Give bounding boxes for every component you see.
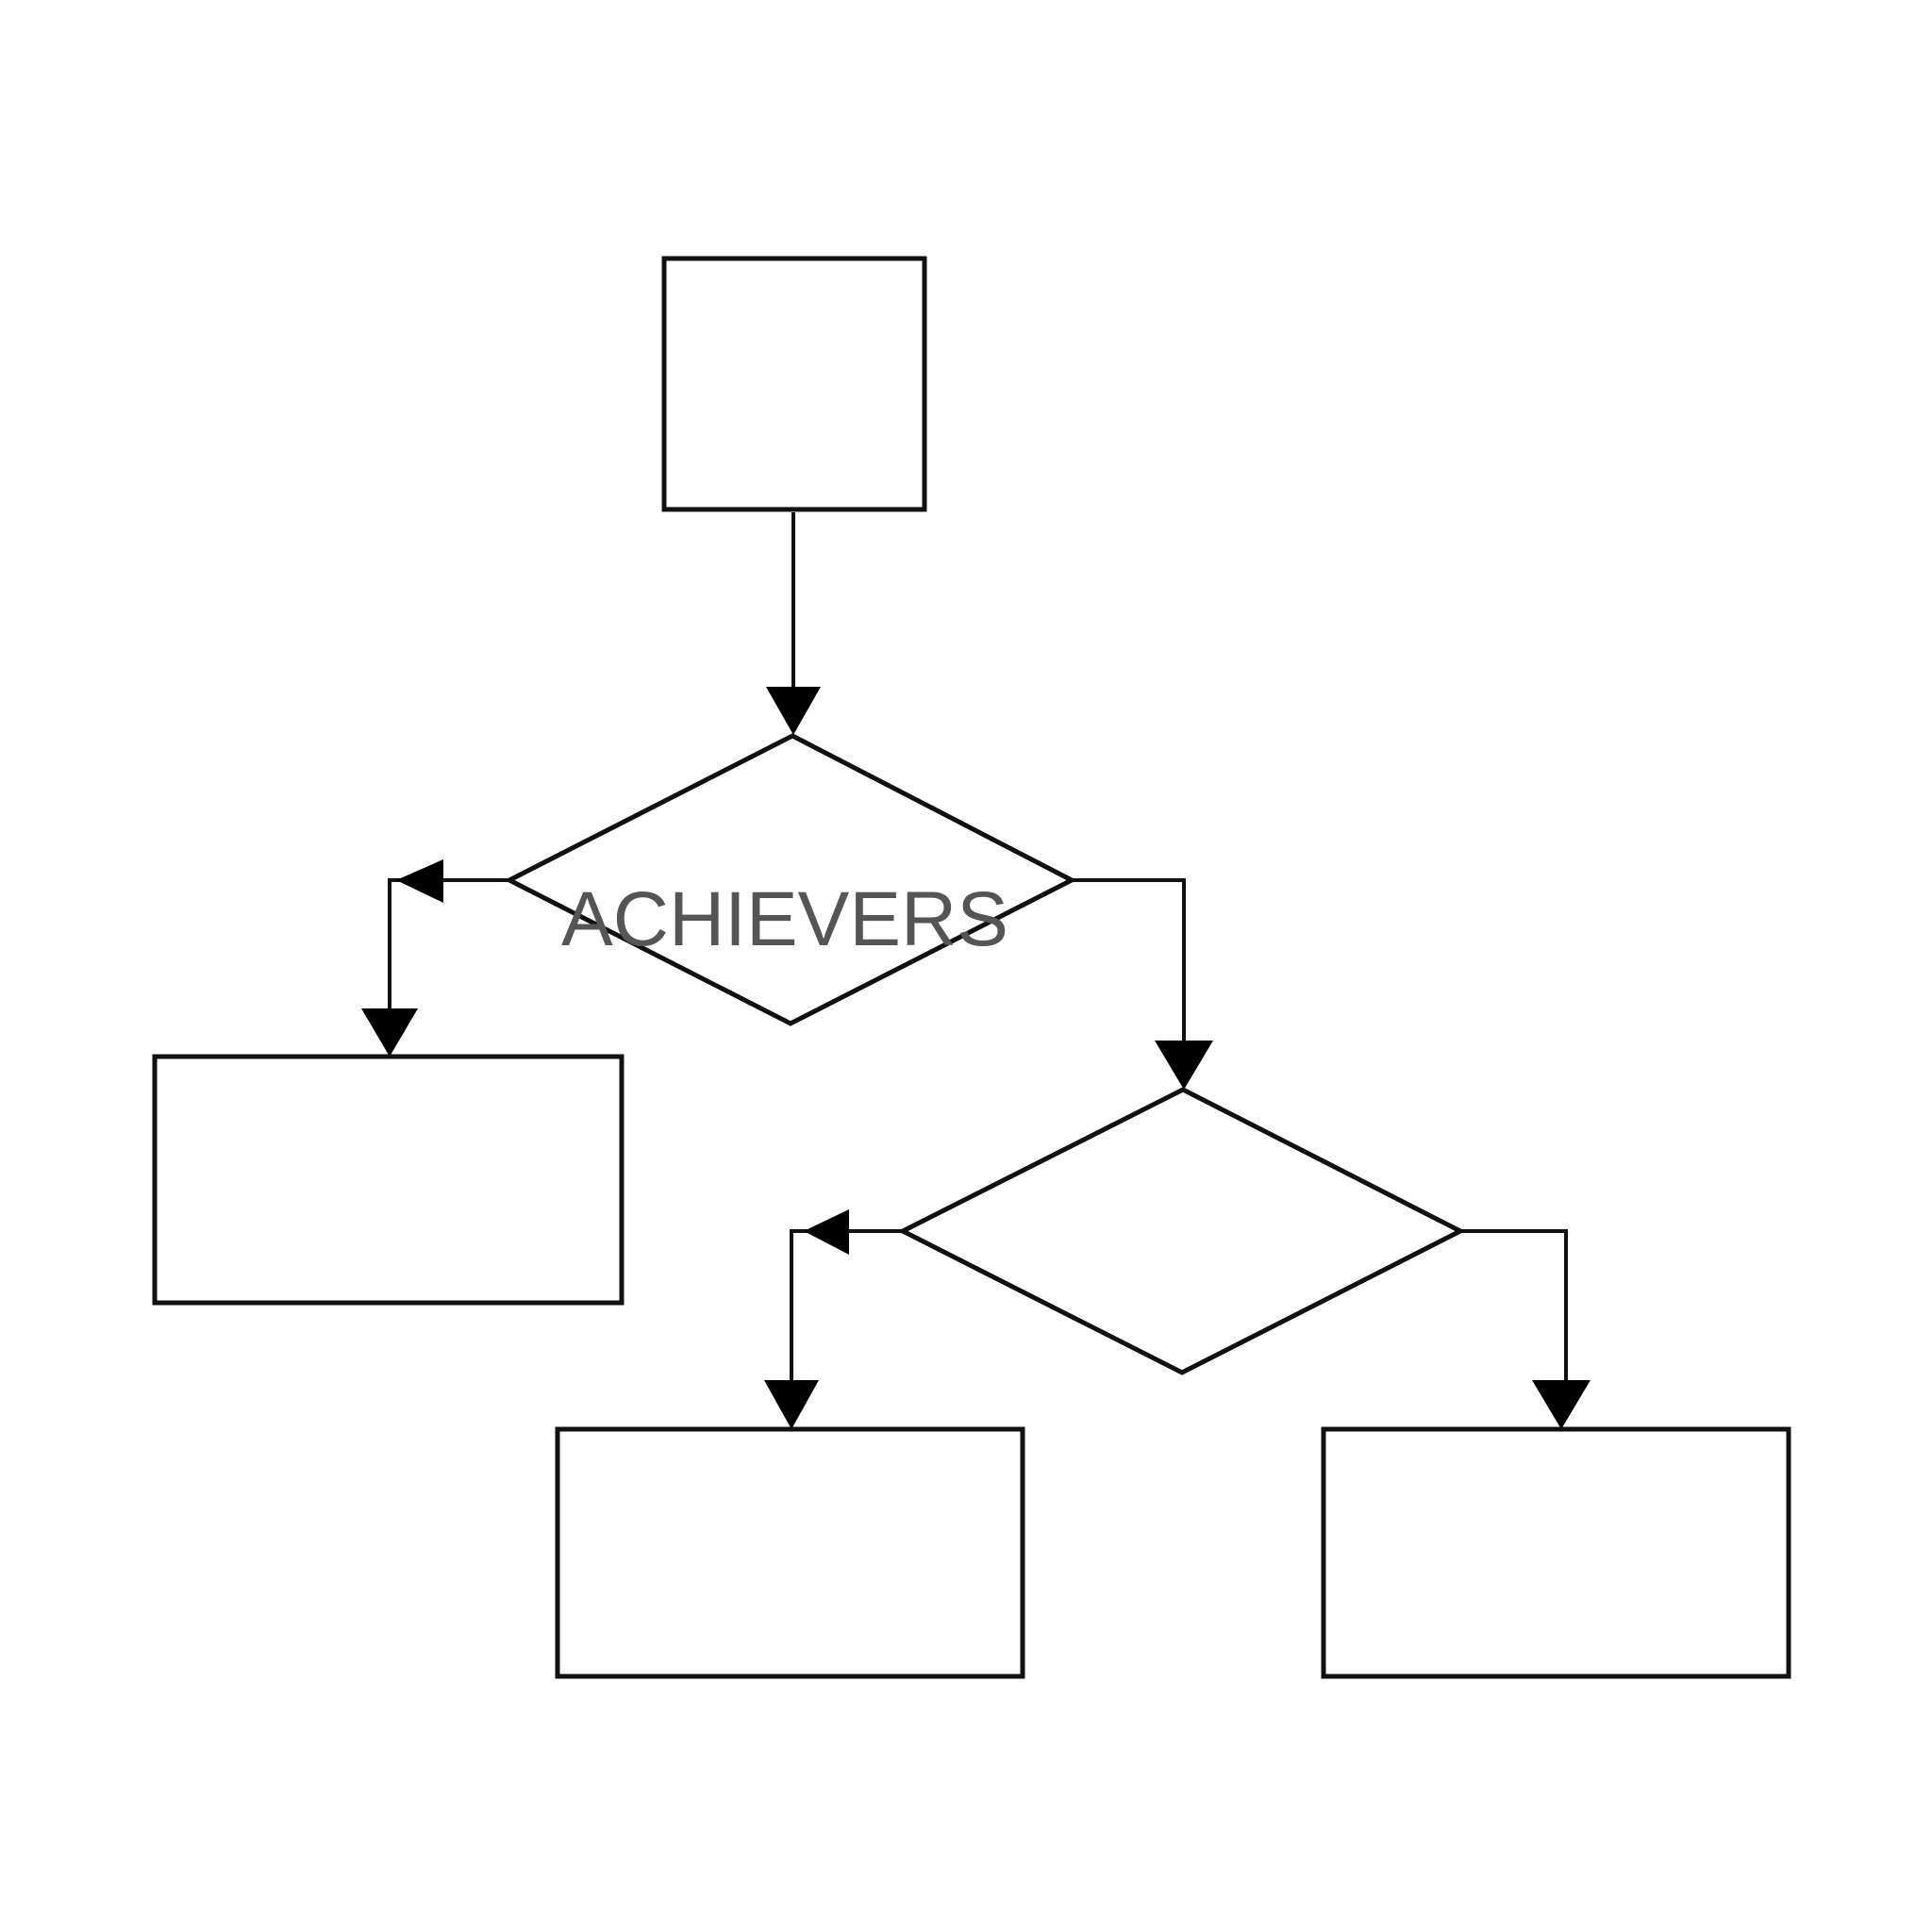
bottom-middle-box [555,1426,1025,1679]
edge-decision-2-to-bottom-middle-box [790,1229,903,1387]
left-box [152,1054,625,1306]
arrowhead-left-branch-1 [396,859,443,903]
decision-1-label: ACHIEVERS [561,876,1008,962]
arrowhead-decision-2-top [1155,1041,1213,1090]
bottom-right-box [1321,1426,1791,1679]
arrowhead-decision-1-top [766,687,821,735]
arrowhead-left-box-top [361,1008,418,1057]
edge-decision-1-to-left-box [388,878,509,1014]
nodes [152,256,1791,1679]
edge-decision-2-to-bottom-right-box [1460,1229,1568,1387]
edge-decision-1-to-decision-2 [1072,878,1186,1045]
decision-diamond-1 [504,733,1077,1026]
arrowhead-bottom-middle-box-top [764,1380,819,1429]
arrowhead-bottom-right-box-top [1532,1380,1591,1429]
arrowhead-left-branch-2 [804,1209,849,1255]
edges [361,512,1591,1429]
start-box [661,256,927,512]
decision-diamond-2 [897,1087,1466,1375]
labels: ACHIEVERS [561,876,1008,962]
